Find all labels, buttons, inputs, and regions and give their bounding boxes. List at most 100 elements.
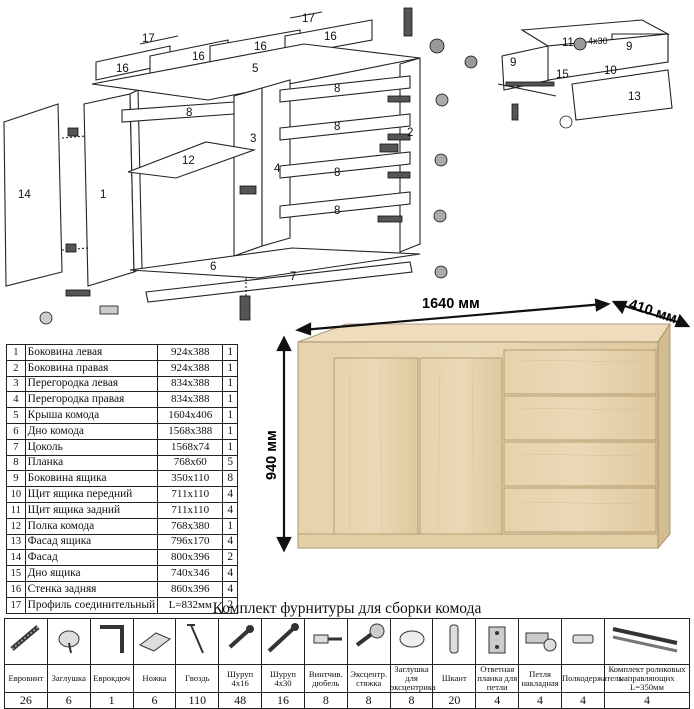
parts-n: 14	[6, 549, 26, 567]
hardware-label: Еврокдюч	[89, 664, 134, 693]
parts-n: 6	[6, 422, 26, 440]
hardware-label: Шуруп 4x16	[218, 664, 263, 693]
parts-qty: 4	[222, 486, 238, 503]
parts-n: 13	[6, 533, 26, 551]
dresser-drawer-1	[503, 349, 657, 395]
hardware-count: 8	[303, 692, 348, 709]
eurobolt-icon	[10, 625, 40, 651]
height-dimension: 940 мм	[264, 430, 280, 480]
label-5: 5	[252, 63, 258, 75]
parts-n: 4	[6, 391, 26, 409]
parts-n: 10	[6, 486, 26, 503]
dresser-door-left	[333, 357, 419, 543]
hinge-plate-icon	[488, 626, 506, 654]
parts-name: Фасад	[24, 549, 159, 567]
hardware-icon-cell	[218, 618, 263, 665]
hardware-count: 1	[89, 692, 134, 709]
hardware-icon-cell	[261, 618, 305, 665]
parts-qty: 4	[222, 580, 238, 598]
parts-size: 796x170	[157, 533, 224, 551]
hex-key-icon	[99, 625, 124, 653]
hardware-icon-cell	[432, 618, 477, 665]
hardware-label: Заглушка	[46, 664, 91, 693]
parts-size: 834x388	[157, 375, 224, 393]
hardware-label: Евровинт	[4, 664, 48, 693]
parts-qty: 1	[222, 438, 238, 456]
panel-1-left-side	[83, 93, 135, 287]
parts-size: 924x388	[157, 344, 224, 361]
parts-size: 800x396	[157, 549, 224, 567]
parts-name: Дно ящика	[24, 565, 159, 582]
parts-n: 17	[6, 596, 26, 614]
label-4x30: 4x30	[588, 36, 608, 46]
dresser-drawer-4	[503, 487, 657, 533]
parts-n: 3	[6, 375, 26, 393]
parts-n: 11	[6, 501, 26, 519]
parts-n: 16	[6, 580, 26, 598]
label-16c: 16	[254, 41, 267, 53]
hardware-count: 110	[175, 692, 220, 709]
hardware-label: Ответная планка для петли	[475, 664, 520, 693]
label-8: 8	[186, 107, 192, 119]
parts-name: Щит ящика передний	[24, 486, 159, 503]
hardware-icon-cell	[604, 618, 690, 665]
hardware-count: 4	[475, 692, 520, 709]
hardware-label: Полкодержатель	[560, 664, 622, 693]
hardware-label: Шкант	[432, 664, 477, 693]
parts-n: 15	[6, 565, 26, 582]
dresser-door-right	[419, 357, 503, 543]
label-13: 13	[628, 91, 641, 103]
parts-name: Планка	[24, 454, 159, 472]
parts-qty: 5	[222, 454, 238, 472]
label-6: 6	[210, 261, 216, 273]
hardware-title: Комплект фурнитуры для сборки комода	[212, 600, 482, 617]
hardware-icon-cell	[303, 618, 348, 665]
panel-6-bottom	[129, 247, 421, 279]
label-10: 10	[604, 65, 617, 77]
parts-qty: 1	[222, 517, 238, 535]
foot-icon	[139, 632, 172, 652]
parts-name: Перегородка правая	[24, 391, 159, 409]
width-dimension: 1640 мм	[422, 296, 480, 312]
hardware-count: 4	[604, 692, 690, 709]
hardware-icon-cell	[346, 618, 391, 665]
parts-n: 2	[6, 359, 26, 377]
hardware-count: 26	[4, 692, 48, 709]
parts-name: Фасад ящика	[24, 533, 159, 551]
parts-qty: 4	[222, 533, 238, 551]
parts-qty: 8	[222, 470, 238, 488]
hardware-label: Комплект роликовых направляющих L=350мм	[604, 664, 690, 693]
label-8c: 8	[334, 121, 340, 133]
parts-size: 768x380	[157, 517, 224, 535]
parts-qty: 1	[222, 407, 238, 424]
dowel-screw-icon	[313, 634, 342, 644]
panel-4-partition	[261, 79, 291, 247]
parts-size: 350x110	[157, 470, 224, 488]
parts-size: 1604x406	[157, 407, 224, 424]
hardware-count: 8	[389, 692, 434, 709]
hardware-count: 4	[560, 692, 606, 709]
label-4: 4	[274, 163, 281, 175]
hardware-count: 20	[432, 692, 477, 709]
hardware-label: Петля накладная	[518, 664, 562, 693]
parts-qty: 1	[222, 422, 238, 440]
parts-name: Стенка задняя	[24, 580, 159, 598]
label-12: 12	[182, 155, 195, 167]
parts-name: Крыша комода	[24, 407, 159, 424]
parts-size: 768x60	[157, 454, 224, 472]
hardware-label: Винтчив. дюбель	[303, 664, 348, 693]
hardware-icon-cell	[89, 618, 134, 665]
hinge-icon	[525, 632, 557, 652]
hardware-count: 6	[132, 692, 177, 709]
